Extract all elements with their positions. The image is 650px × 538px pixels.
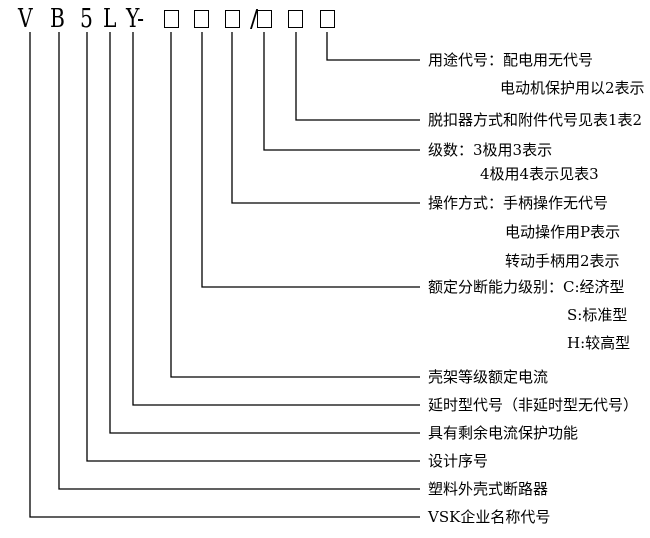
code-char-y: Y- (126, 4, 145, 34)
label-poles-4: 4极用4表示见表3 (480, 165, 599, 183)
code-char-5: 5 (80, 4, 93, 34)
leader-line-design (86, 32, 420, 462)
code-char-b: B (50, 4, 65, 34)
label-type: 塑料外壳式断路器 (428, 480, 549, 498)
label-operation-rotary: 转动手柄用2表示 (505, 252, 620, 270)
leader-line-usage (326, 32, 420, 61)
label-design: 设计序号 (428, 452, 489, 470)
leader-line-residual (109, 32, 420, 434)
label-release: 脱扣器方式和附件代号见表1表2 (428, 111, 643, 129)
label-breaking-h: H:较高型 (567, 334, 631, 352)
label-breaking-level: 额定分断能力级别：C:经济型 (428, 278, 625, 296)
label-residual: 具有剩余电流保护功能 (428, 424, 579, 442)
label-usage: 用途代号：配电用无代号 (428, 51, 594, 69)
label-poles: 级数：3极用3表示 (428, 141, 553, 159)
label-current: 壳架等级额定电流 (428, 368, 549, 386)
code-char-v: V (18, 4, 33, 34)
leader-line-company (29, 32, 420, 518)
leader-line-type (58, 32, 420, 490)
label-usage-motor: 电动机保护用以2表示 (500, 79, 645, 97)
leader-line-poles (263, 32, 420, 151)
code-box-operation (225, 10, 240, 28)
code-slash: / (250, 5, 259, 33)
leader-line-operation (231, 32, 420, 204)
leader-line-breaking-level (201, 32, 420, 288)
label-delay: 延时型代号（非延时型无代号） (428, 396, 639, 414)
code-box-breaking-level (194, 10, 209, 28)
label-operation: 操作方式：手柄操作无代号 (428, 194, 609, 212)
leader-line-release (295, 32, 420, 121)
code-box-poles (257, 10, 272, 28)
code-char-l: L (103, 4, 117, 34)
label-operation-electric: 电动操作用P表示 (505, 223, 621, 241)
leader-line-current (170, 32, 420, 378)
label-company: VSK企业名称代号 (428, 508, 551, 526)
code-box-current (164, 10, 179, 28)
code-box-release (288, 10, 303, 28)
code-box-usage (320, 10, 335, 28)
label-breaking-s: S:标准型 (567, 306, 628, 324)
leader-line-delay (132, 32, 420, 406)
